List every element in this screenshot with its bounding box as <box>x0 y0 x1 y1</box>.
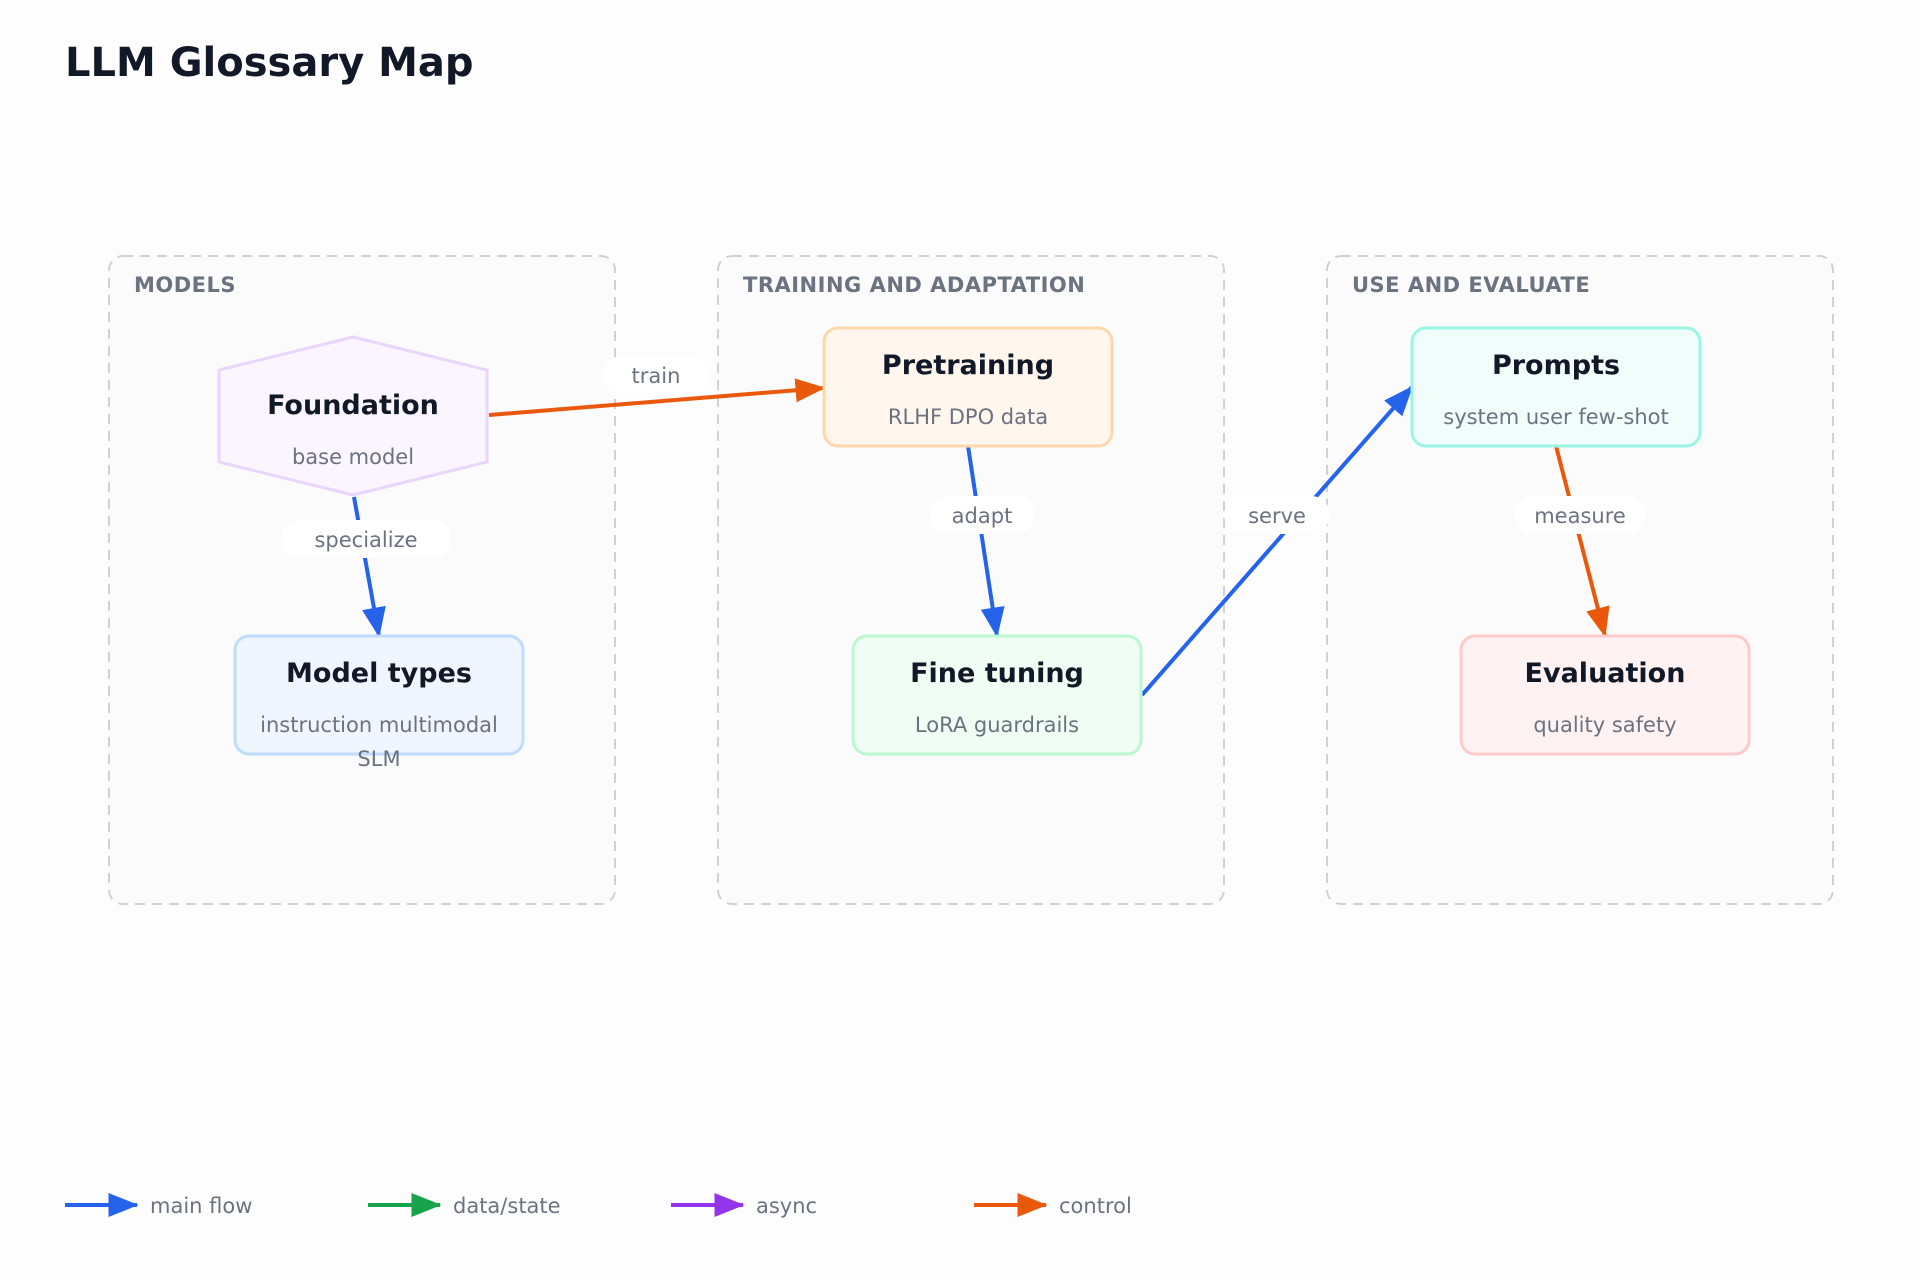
node-subtitle-pretraining: RLHF DPO data <box>888 405 1048 429</box>
edges-layer <box>352 378 1610 697</box>
edge-label-serve: serve <box>1224 496 1330 534</box>
edge-label-adapt: adapt <box>929 496 1035 534</box>
edge-label-text-measure: measure <box>1534 504 1626 528</box>
node-title-pretraining: Pretraining <box>882 350 1054 381</box>
node-shape-evaluation <box>1459 634 1751 756</box>
edge-label-text-serve: serve <box>1248 504 1306 528</box>
node-foundation[interactable]: Foundation base model <box>217 335 489 497</box>
node-shape-fine-tuning <box>851 634 1143 756</box>
node-subtitle-fine-tuning: LoRA guardrails <box>915 713 1079 737</box>
edge-label-specialize: specialize <box>281 520 451 558</box>
edge-adapt[interactable] <box>966 445 1005 638</box>
edge-label-bg-serve <box>1224 496 1330 534</box>
edge-measure[interactable] <box>1554 445 1610 638</box>
edge-label-text-specialize: specialize <box>314 528 417 552</box>
legend-label-async: async <box>756 1194 817 1218</box>
edge-label-train: train <box>603 356 709 394</box>
edge-label-measure: measure <box>1514 496 1646 534</box>
node-subtitle-model-types: SLM <box>357 747 400 771</box>
legend-item-async: async <box>671 1193 817 1218</box>
group-label-use: USE AND EVALUATE <box>1352 273 1590 297</box>
group-label-models: MODELS <box>134 273 236 297</box>
legend-item-main_flow: main flow <box>65 1193 252 1218</box>
edge-label-bg-specialize <box>281 520 451 558</box>
edge-label-text-adapt: adapt <box>952 504 1013 528</box>
node-shape-foundation <box>217 335 489 497</box>
node-title-prompts: Prompts <box>1492 350 1620 381</box>
node-title-model-types: Model types <box>286 658 472 689</box>
legend: main flow data/state async control <box>65 1193 1132 1218</box>
legend-item-control: control <box>974 1193 1132 1218</box>
node-evaluation[interactable]: Evaluation quality safety <box>1459 634 1751 756</box>
legend-label-data_state: data/state <box>453 1194 561 1218</box>
node-title-evaluation: Evaluation <box>1525 658 1686 689</box>
edge-label-bg-measure <box>1514 496 1646 534</box>
node-subtitle-model-types: instruction multimodal <box>260 713 498 737</box>
edge-label-text-train: train <box>632 364 681 388</box>
node-subtitle-evaluation: quality safety <box>1533 713 1676 737</box>
node-shape-model-types <box>233 634 525 756</box>
edge-label-bg-train <box>603 356 709 394</box>
edge-serve[interactable] <box>1140 385 1414 697</box>
group-label-training: TRAINING AND ADAPTATION <box>743 273 1085 297</box>
legend-label-control: control <box>1059 1194 1132 1218</box>
node-subtitle-foundation: base model <box>292 445 414 469</box>
edge-labels-layer: train specialize adapt serve measure <box>281 356 1646 558</box>
node-prompts[interactable]: Prompts system user few-shot <box>1410 326 1702 448</box>
node-shape-prompts <box>1410 326 1702 448</box>
page-title: LLM Glossary Map <box>65 40 474 86</box>
legend-item-data_state: data/state <box>368 1193 561 1218</box>
edge-label-bg-adapt <box>929 496 1035 534</box>
edge-train[interactable] <box>488 378 826 417</box>
legend-label-main_flow: main flow <box>150 1194 252 1218</box>
node-title-fine-tuning: Fine tuning <box>910 658 1084 689</box>
node-title-foundation: Foundation <box>267 390 439 421</box>
node-shape-pretraining <box>822 326 1114 448</box>
node-subtitle-prompts: system user few-shot <box>1443 405 1668 429</box>
